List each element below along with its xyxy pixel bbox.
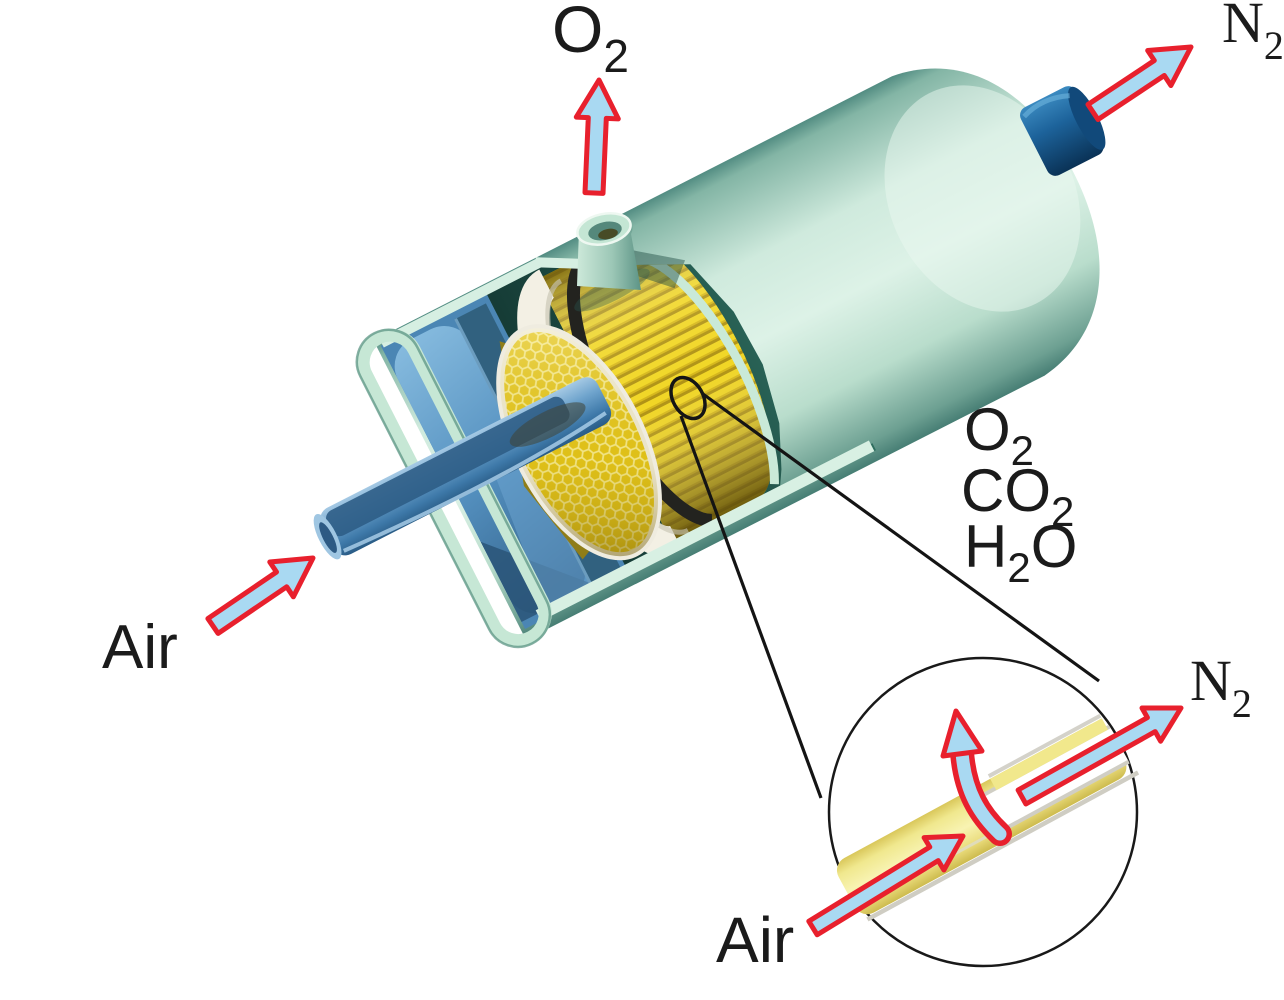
callout-line-left bbox=[679, 415, 823, 799]
n2-port bbox=[1020, 86, 1106, 176]
fiber-bundle-face bbox=[496, 324, 662, 561]
permeate-o2-label: O2 bbox=[964, 396, 1034, 474]
inset-air-text: Air bbox=[716, 904, 794, 976]
shell-highlight bbox=[884, 85, 1081, 312]
air-feed-text: Air bbox=[102, 613, 178, 682]
permeate-o2-sub: 2 bbox=[1011, 427, 1034, 474]
honeycomb-shading bbox=[500, 328, 658, 557]
air-feed-label: Air bbox=[102, 613, 178, 682]
cut-edge-top bbox=[379, 257, 543, 348]
fiber-top-outer-line bbox=[987, 713, 1102, 778]
permeate-arrow-head bbox=[940, 708, 985, 759]
o2-label: O2 bbox=[552, 0, 629, 82]
inset-n2-main: N bbox=[1190, 648, 1232, 713]
cap-cut-face bbox=[477, 430, 595, 610]
o2-port bbox=[574, 212, 650, 312]
inlet-tube-bore bbox=[319, 522, 337, 553]
fiber-bundle-shading bbox=[537, 234, 773, 544]
permeate-h2o-p1: H bbox=[964, 513, 1007, 580]
permeate-h2o-label: H2O bbox=[964, 513, 1077, 591]
permeate-co2-label: CO2 bbox=[961, 457, 1074, 535]
n2-port-highlight bbox=[1022, 93, 1070, 119]
o2-arrow bbox=[573, 77, 621, 196]
permeate-h2o-p2: 2 bbox=[1007, 544, 1030, 591]
inlet-tube-shadow bbox=[509, 402, 586, 447]
n2-top-sub: 2 bbox=[1264, 23, 1284, 68]
callout-line-right bbox=[702, 392, 1100, 683]
permeate-o2-main: O bbox=[964, 396, 1011, 463]
n2-top-label: N2 bbox=[1222, 0, 1284, 68]
magnifier-ellipse bbox=[669, 375, 707, 421]
inset-air-label: Air bbox=[716, 904, 794, 976]
permeate-gas-list: O2 CO2 H2O bbox=[961, 396, 1077, 591]
inset-n2-arrow bbox=[1015, 705, 1184, 807]
o2-sub: 2 bbox=[603, 30, 629, 82]
inlet-tube bbox=[313, 377, 612, 560]
inset-n2-label: N2 bbox=[1190, 648, 1252, 726]
air-feed-arrow bbox=[205, 555, 316, 636]
n2-top-main: N bbox=[1222, 0, 1264, 55]
n2-arrow bbox=[1085, 44, 1194, 122]
o2-main: O bbox=[552, 0, 603, 66]
permeate-co2-main: CO bbox=[961, 457, 1051, 524]
fiber-bore-edge-bottom bbox=[1000, 759, 1130, 833]
fiber-outer-shadow-line bbox=[866, 770, 1140, 922]
inset-n2-sub: 2 bbox=[1232, 681, 1252, 726]
permeate-co2-sub: 2 bbox=[1051, 488, 1074, 535]
permeate-arrow-shaft bbox=[955, 745, 1007, 841]
inlet-tube-highlight bbox=[342, 411, 607, 553]
inlet-tube-channel bbox=[326, 396, 570, 537]
permeate-h2o-p3: O bbox=[1031, 513, 1078, 580]
o2-port-bore-dark bbox=[598, 228, 618, 240]
n2-port-end bbox=[1068, 86, 1106, 150]
inset-permeate-arrow bbox=[940, 708, 1012, 846]
inset-air-arrow bbox=[806, 833, 966, 938]
fiber-top-wall-sliver bbox=[990, 718, 1108, 791]
membrane-module bbox=[313, 68, 1100, 649]
